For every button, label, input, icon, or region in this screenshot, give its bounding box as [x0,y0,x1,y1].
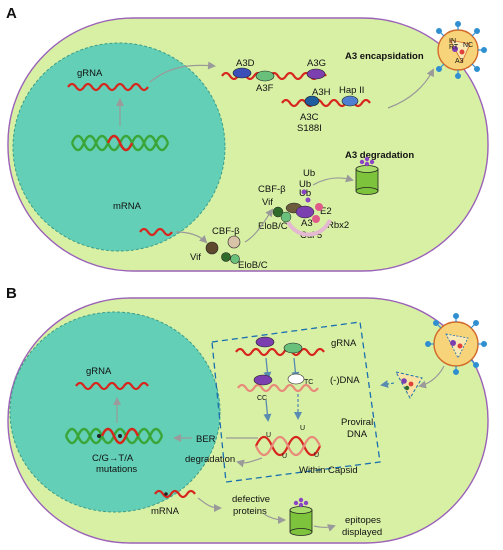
tc-label: TC [304,379,313,386]
virion-a [436,21,488,79]
ub-ligase-complex [272,189,332,237]
degradation-label-a: A3 degradation [345,150,414,161]
capsid-region [211,321,381,483]
translation-arrow-a [175,231,208,244]
capsid-grna-label: gRNA [331,338,357,349]
entry-arrow-b [418,365,445,389]
cbfb-lower-label: CBF-β [212,226,240,237]
mutations-line1: C/G→T/A [92,453,134,464]
a3f-label: A3F [256,83,274,94]
ub2-label: Ub [299,179,311,190]
proviral-dna-helix [254,435,322,457]
uracil-mark-2: U [282,453,287,460]
encapsidation-arrow [387,68,434,109]
epitope-arrow [313,524,336,532]
a3g-label: A3G [307,58,326,69]
virion-rt-label: RT [449,44,459,51]
a3-complex-label: A3 [301,218,313,229]
uracil-mark-3: U [300,425,305,432]
mrna-label-a: mRNA [113,201,142,212]
mrna-strand-a [139,227,173,237]
a3h-hap-label: Hap II [339,85,364,96]
epitopes-line2: displayed [342,527,382,538]
virion-nc-label: NC [463,42,473,49]
within-capsid-label: Within Capsid [299,465,358,476]
proviral-line2: DNA [347,429,368,440]
grna-nucleus-label: gRNA [86,366,112,377]
ub1-label: Ub [303,168,315,179]
translation-arrow-b [197,497,222,512]
a3h-protein [341,95,359,107]
capsid-a3g-protein [255,336,275,348]
defective-line1: defective [232,494,270,505]
mrna-label-b: mRNA [151,506,180,517]
rt-arrow-left [263,357,272,380]
panel-a: A gRNA A3D A3G A3F A3H Hap II A3C S188I … [6,5,489,272]
mutations-line2: mutations [96,464,137,475]
deaminating-a3-right [287,373,305,385]
a3f-protein [255,70,275,82]
a3c-label: A3C [300,112,319,123]
panel-a-letter: A [6,5,17,22]
a3c-protein [304,95,320,107]
virion-in-label: IN [449,38,456,45]
panel-b: B gRNA C/G→T/A mutations BER degradation… [6,285,489,544]
dna-helix-b [64,427,164,445]
encapsidation-label: A3 encapsidation [345,51,424,62]
degradation-arrow-proteasome [263,513,286,524]
dna-helix-a [70,134,170,152]
s188i-label: S188I [297,123,322,134]
grna-nucleus-strand [75,381,149,391]
a3d-protein [232,67,252,79]
degradation-arrow-b [236,457,263,468]
proteasome-b [289,497,313,536]
a3d-label: A3D [236,58,255,69]
grna-label-a: gRNA [77,68,103,79]
proviral-line1: Proviral [341,417,373,428]
virion-a3-label: A3 [455,58,464,65]
export-arrow-a [149,61,216,83]
uracil-mark-1: U [266,432,271,439]
uracil-mark-4: U [314,452,319,459]
cbfb-complex-label: CBF-β [258,184,286,195]
mrna-strand-b [154,489,196,499]
elobc-lower-label: EloB/C [238,260,268,271]
elobc-complex-label: EloB/C [258,221,288,232]
deaminating-a3-left [253,374,273,386]
degradation-arrow-a [312,174,354,186]
nucleus-b [9,311,221,513]
proteasome-a [355,156,379,195]
virion-b [425,313,488,376]
vif-protein [205,241,219,255]
eloc-protein [230,254,240,264]
elob-protein [221,252,231,262]
rbx2-label: Rbx2 [327,220,349,231]
degradation-label-b: degradation [185,454,235,465]
defective-line2: proteins [233,506,267,517]
capsid-grna-strand [235,347,325,357]
a3h-label: A3H [312,87,331,98]
grna-strand-a [67,82,149,92]
e2-label: E2 [320,206,332,217]
a3g-protein [306,68,326,80]
capsid-a3f-protein [283,342,303,354]
minus-dna-label: (-)DNA [330,375,360,386]
cbfb-protein [227,235,241,249]
panel-b-letter: B [6,285,17,302]
vif-complex-label: Vif [262,197,273,208]
minus-dna-strand [237,383,319,393]
assembly-arrow-a [244,208,274,243]
epitopes-line1: epitopes [345,515,381,526]
cc-label: CC [257,395,267,402]
ber-label: BER [196,434,216,445]
synthesis-arrow-left [263,399,272,422]
released-capsid [395,371,423,400]
capsid-entry-arrow [380,380,395,388]
vif-lower-label: Vif [190,252,201,263]
